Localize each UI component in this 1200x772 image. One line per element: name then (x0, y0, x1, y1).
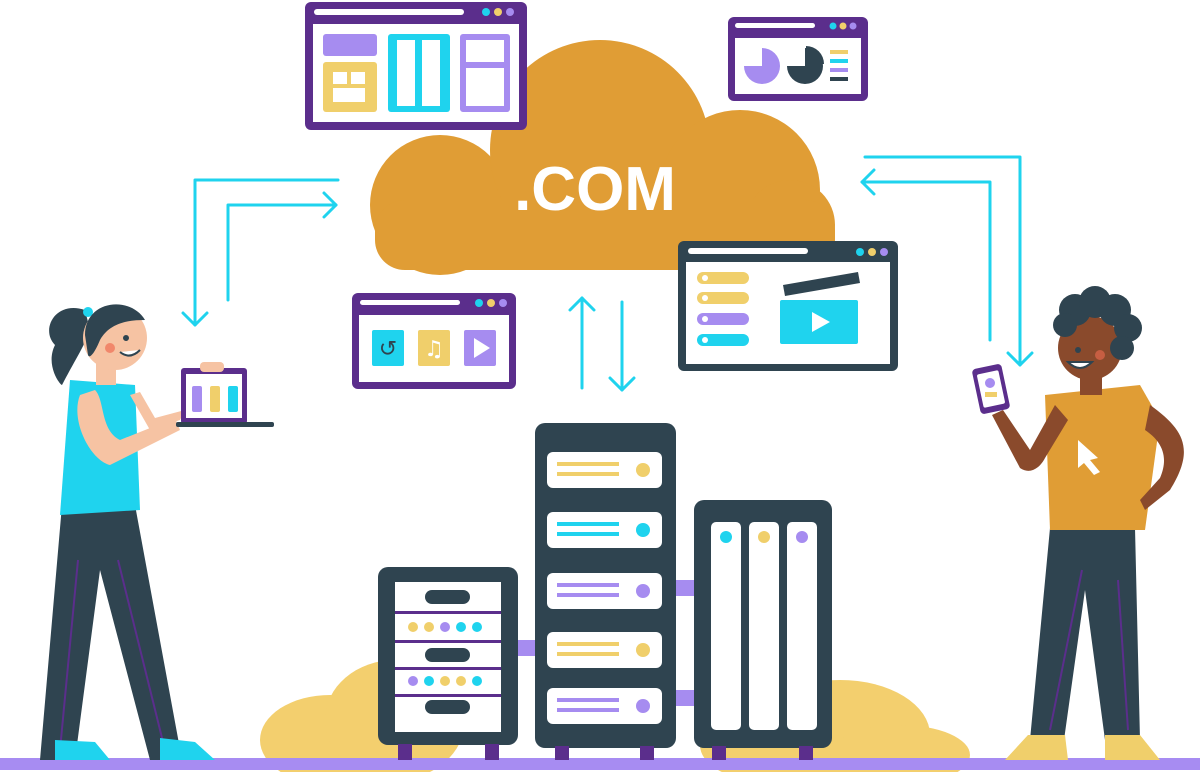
dashboard-window (305, 2, 527, 130)
server-center (535, 423, 676, 760)
server-connector (676, 690, 696, 706)
server-connector (676, 580, 696, 596)
pie-chart-icon (744, 46, 824, 84)
clapperboard-icon (780, 272, 860, 344)
music-note-icon: ♫ (424, 337, 444, 362)
play-icon (474, 338, 490, 358)
ground-line (0, 758, 1200, 770)
server-left (378, 567, 518, 760)
analytics-window (728, 17, 868, 101)
woman-with-laptop (40, 304, 274, 760)
cloud-label: .COM (514, 155, 676, 224)
refresh-icon: ↺ (379, 337, 397, 362)
cursor-arrow-icon (1078, 440, 1100, 475)
arrows-right (860, 155, 1034, 367)
arrows-left (181, 178, 340, 327)
man-with-phone (972, 286, 1184, 760)
server-connector (518, 640, 536, 656)
video-window (678, 241, 898, 371)
arrows-center (568, 296, 636, 392)
media-window: ↺ ♫ (352, 293, 516, 389)
server-right (694, 500, 832, 760)
